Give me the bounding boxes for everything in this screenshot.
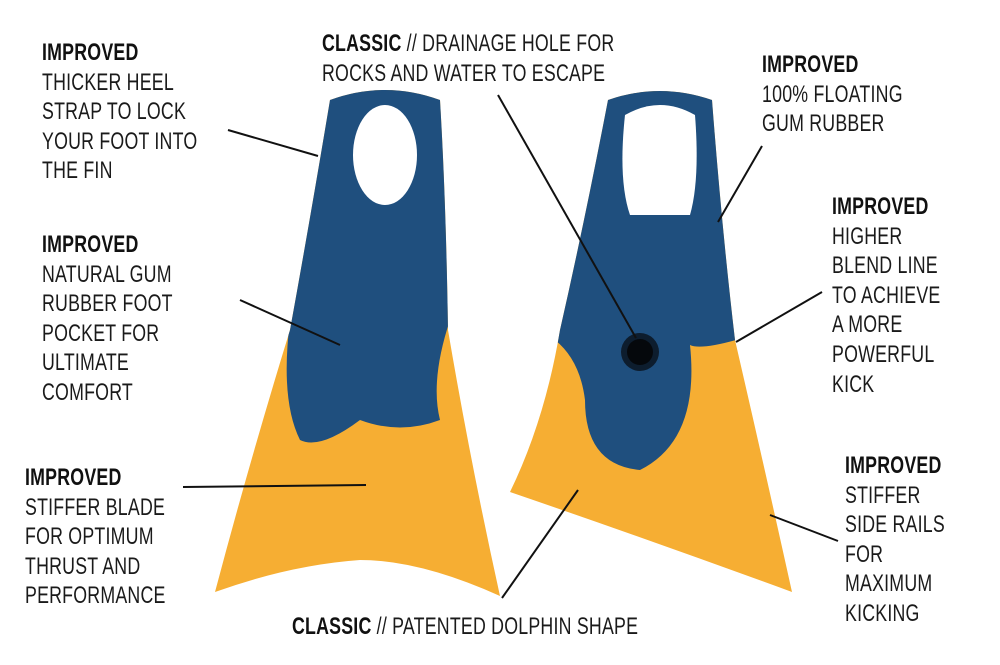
callout-line: RUBBER FOOT [42,290,173,318]
callout-heading: CLASSIC [322,30,402,57]
leader-line [239,299,341,346]
callout-heading: IMPROVED [762,51,859,78]
callout-line: YOUR FOOT INTO [42,127,198,155]
callout-line: SIDE RAILS [845,511,945,539]
callout-heading: CLASSIC [292,613,372,640]
callout-side-rails: IMPROVED STIFFER SIDE RAILS FOR MAXIMUM … [845,451,945,629]
leader-line [501,489,579,599]
callout-line: STRAP TO LOCK [42,98,187,126]
callout-line: GUM RUBBER [762,110,885,138]
callout-foot-pocket: IMPROVED NATURAL GUM RUBBER FOOT POCKET … [42,230,173,408]
callout-line: KICKING [845,599,920,627]
callout-line: STIFFER [845,481,921,509]
callout-heading: IMPROVED [42,39,139,66]
callout-line: A MORE [832,311,903,339]
callout-line: ROCKS AND WATER TO ESCAPE [322,59,606,87]
callout-line: NATURAL GUM [42,260,172,288]
callout-line: TO ACHIEVE [832,281,941,309]
callout-line: THICKER HEEL [42,68,174,96]
callout-line: THRUST AND [25,552,141,580]
leader-line [182,484,367,488]
callout-line: POCKET FOR [42,319,160,347]
callout-floating-rubber: IMPROVED 100% FLOATING GUM RUBBER [762,50,903,139]
callout-heading-suffix: // PATENTED DOLPHIN SHAPE [371,613,639,640]
leader-line [717,145,763,223]
callout-line: 100% FLOATING [762,80,903,108]
callout-line: BLEND LINE [832,252,938,280]
callout-heading-suffix: // DRAINAGE HOLE FOR [401,30,615,57]
callout-line: HIGHER [832,222,903,250]
callout-blend-line: IMPROVED HIGHER BLEND LINE TO ACHIEVE A … [832,192,940,399]
callout-drainage-hole: CLASSIC // DRAINAGE HOLE FOR ROCKS AND W… [322,29,614,88]
callout-heel-strap: IMPROVED THICKER HEEL STRAP TO LOCK YOUR… [42,38,197,186]
leader-line [735,291,823,343]
callout-line: STIFFER BLADE [25,493,166,521]
callout-heading: IMPROVED [42,231,139,258]
left-fin-foot-pocket [286,90,460,443]
callout-heading: IMPROVED [25,464,122,491]
callout-line: FOR [845,540,884,568]
callout-line: FOR OPTIMUM [25,523,154,551]
callout-heading: IMPROVED [845,452,942,479]
callout-line: KICK [832,370,875,398]
leader-line [769,514,839,542]
left-fin-heel-opening [353,105,417,205]
leader-line [227,129,319,157]
callout-line: PERFORMANCE [25,582,166,610]
callout-stiffer-blade: IMPROVED STIFFER BLADE FOR OPTIMUM THRUS… [25,463,166,611]
callout-line: ULTIMATE [42,349,129,377]
callout-line: MAXIMUM [845,570,933,598]
right-fin-heel-opening [622,105,697,215]
callout-line: COMFORT [42,378,134,406]
callout-line: THE FIN [42,157,113,185]
callout-line: POWERFUL [832,340,935,368]
leader-line [497,94,637,339]
callout-dolphin-shape: CLASSIC // PATENTED DOLPHIN SHAPE [292,612,638,642]
leader-lines [182,94,839,599]
callout-heading: IMPROVED [832,193,929,220]
